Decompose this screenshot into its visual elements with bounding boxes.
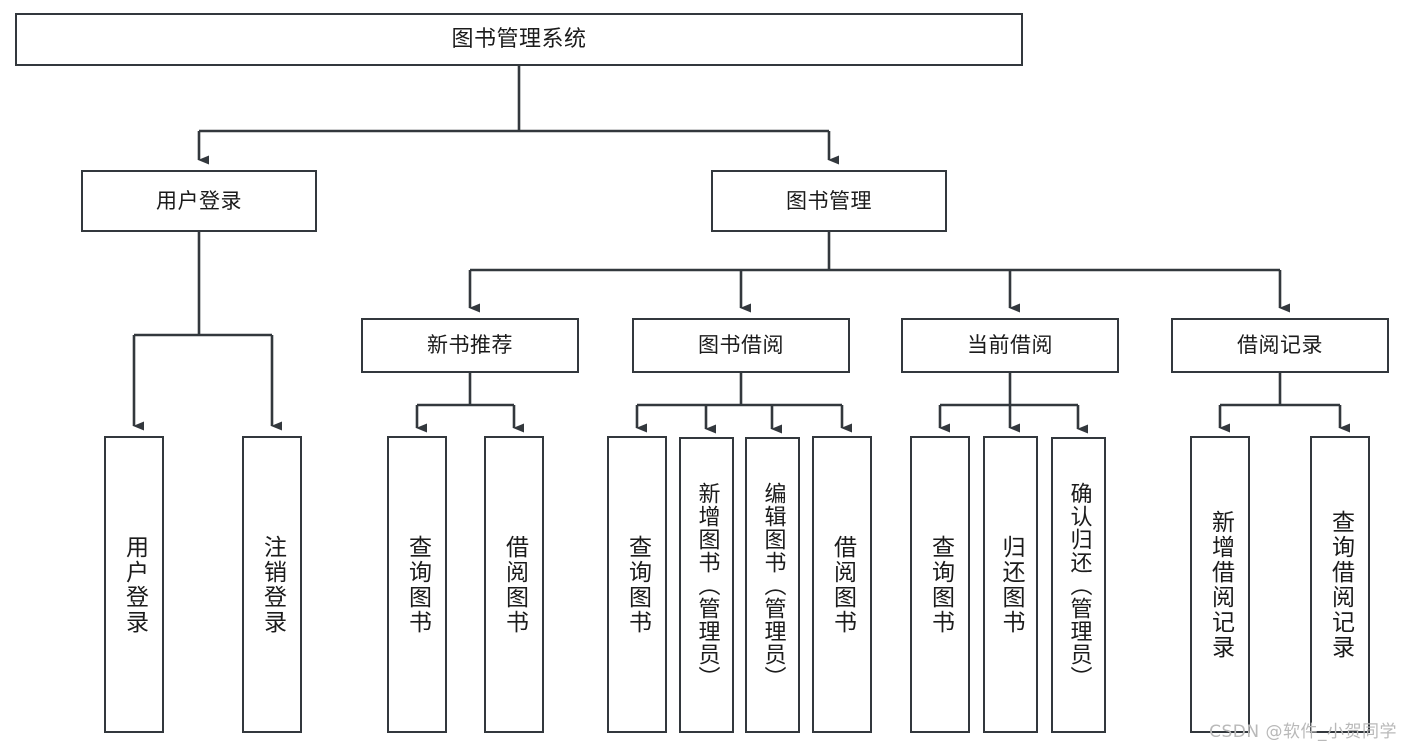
node-book-manage-label: 图书管理: [786, 188, 872, 213]
node-leaf-add-book-admin-label: 新增图书（管理员）: [694, 481, 720, 689]
node-new-book-recommend[interactable]: 新书推荐: [361, 318, 579, 373]
node-book-manage[interactable]: 图书管理: [711, 170, 947, 232]
node-book-borrow-label: 图书借阅: [698, 333, 784, 358]
node-leaf-user-login[interactable]: 用户登录: [104, 436, 164, 733]
node-root-label: 图书管理系统: [451, 26, 587, 52]
node-leaf-borrow-book-rec[interactable]: 借阅图书: [484, 436, 544, 733]
node-user-login-label: 用户登录: [156, 188, 242, 213]
node-leaf-logout[interactable]: 注销登录: [242, 436, 302, 733]
node-leaf-return-book-label: 归还图书: [998, 534, 1024, 635]
node-borrow-record[interactable]: 借阅记录: [1171, 318, 1389, 373]
node-leaf-confirm-return-admin-label: 确认归还（管理员）: [1066, 481, 1092, 689]
node-book-borrow[interactable]: 图书借阅: [632, 318, 850, 373]
node-leaf-borrow-book[interactable]: 借阅图书: [812, 436, 872, 733]
node-leaf-query-borrow-record-label: 查询借阅记录: [1327, 509, 1354, 660]
node-leaf-add-borrow-record-label: 新增借阅记录: [1207, 509, 1234, 660]
node-leaf-user-login-label: 用户登录: [121, 534, 148, 635]
node-leaf-confirm-return-admin[interactable]: 确认归还（管理员）: [1051, 437, 1106, 733]
node-leaf-query-book-rec-label: 查询图书: [404, 534, 431, 635]
node-borrow-record-label: 借阅记录: [1237, 333, 1323, 358]
node-leaf-query-borrow-record[interactable]: 查询借阅记录: [1310, 436, 1370, 733]
node-leaf-add-book-admin[interactable]: 新增图书（管理员）: [679, 437, 734, 733]
node-leaf-query-book-current-label: 查询图书: [927, 534, 954, 635]
node-leaf-borrow-book-label: 借阅图书: [829, 534, 856, 635]
node-leaf-query-book-borrow[interactable]: 查询图书: [607, 436, 667, 733]
node-current-borrow-label: 当前借阅: [967, 333, 1053, 358]
node-leaf-edit-book-admin[interactable]: 编辑图书（管理员）: [745, 437, 800, 733]
node-root[interactable]: 图书管理系统: [15, 13, 1023, 66]
node-leaf-logout-label: 注销登录: [259, 534, 286, 635]
node-leaf-query-book-current[interactable]: 查询图书: [910, 436, 970, 733]
node-new-book-recommend-label: 新书推荐: [427, 333, 513, 358]
node-leaf-edit-book-admin-label: 编辑图书（管理员）: [760, 481, 786, 689]
node-leaf-return-book[interactable]: 归还图书: [983, 436, 1038, 733]
node-current-borrow[interactable]: 当前借阅: [901, 318, 1119, 373]
node-leaf-borrow-book-rec-label: 借阅图书: [501, 534, 528, 635]
node-leaf-add-borrow-record[interactable]: 新增借阅记录: [1190, 436, 1250, 733]
node-leaf-query-book-borrow-label: 查询图书: [624, 534, 651, 635]
node-leaf-query-book-rec[interactable]: 查询图书: [387, 436, 447, 733]
node-user-login[interactable]: 用户登录: [81, 170, 317, 232]
